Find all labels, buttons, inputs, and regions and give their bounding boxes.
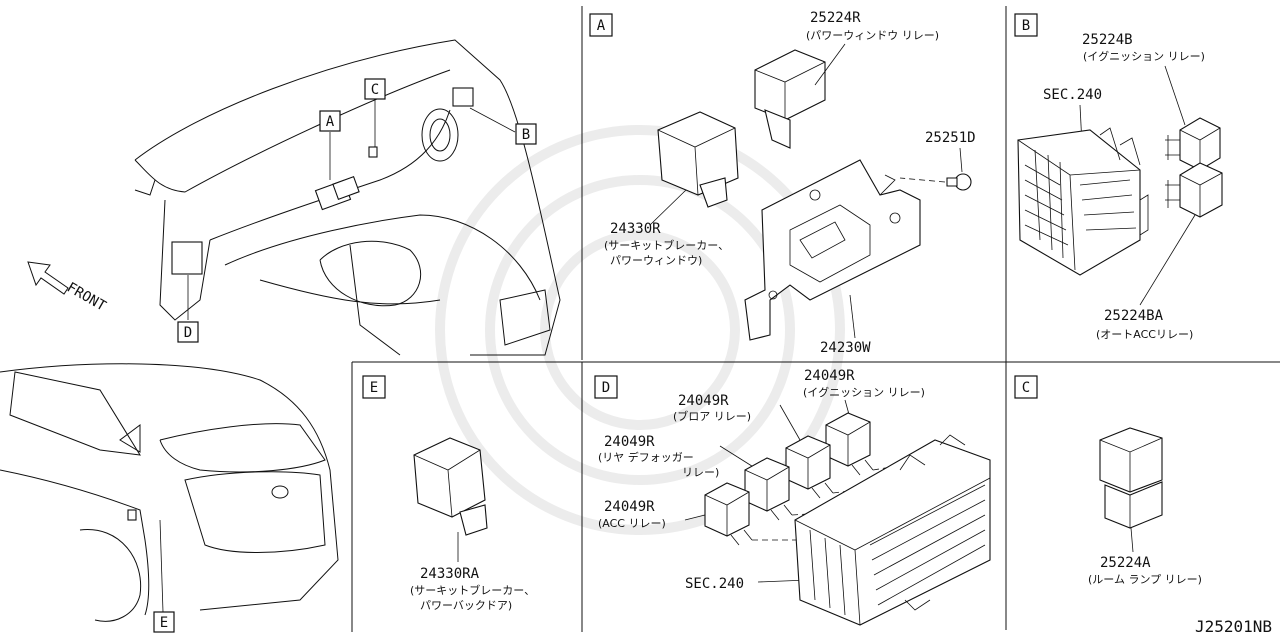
ignition-relay-24049r — [825, 412, 874, 476]
auto-acc-relay-25224ba — [1165, 162, 1223, 218]
part-desc-24049r-acc: (ACC リレー) — [598, 517, 666, 530]
panel-e: E 24330RA (サーキットブレーカー、 パワーバックドア) — [362, 375, 535, 612]
part-number-25224ba: 25224BA — [1104, 308, 1164, 324]
svg-text:C: C — [371, 82, 379, 98]
panel-a: A 25224R (パワーウィンドウ リレー) 24330R (サーキットブレー… — [589, 10, 976, 356]
svg-text:B: B — [522, 127, 530, 143]
callout-tag-b-interior: B — [515, 123, 537, 145]
front-direction-arrow: FRONT — [27, 261, 109, 315]
part-number-25224r: 25224R — [810, 10, 861, 26]
circuit-breaker-24330r — [657, 111, 739, 208]
part-desc-24049r-ignition: (イグニッション リレー) — [803, 385, 925, 399]
ignition-relay-25224b — [1165, 117, 1221, 171]
part-number-24049r-acc: 24049R — [604, 499, 655, 515]
panel-dividers — [351, 6, 1280, 632]
callout-tag-c-interior: C — [364, 78, 386, 100]
sec-240-label-d: SEC.240 — [685, 576, 744, 592]
fuse-block-sec-240-b — [1017, 127, 1149, 276]
svg-text:E: E — [160, 615, 168, 631]
part-number-25251d: 25251D — [925, 130, 976, 146]
blower-relay-24049r — [785, 435, 834, 499]
part-desc2-24330r: パワーウィンドウ) — [610, 254, 702, 267]
part-number-24330r: 24330R — [610, 221, 661, 237]
part-desc-25224r: (パワーウィンドウ リレー) — [806, 29, 939, 42]
part-desc-24330ra: (サーキットブレーカー、 — [410, 583, 535, 597]
rear-vehicle-illustration — [0, 363, 339, 622]
part-desc-24049r-blower: (ブロア リレー) — [673, 409, 751, 423]
svg-text:FRONT: FRONT — [64, 280, 109, 315]
watermark — [435, 125, 845, 535]
panel-b: B 25224B (イグニッション リレー) SEC.240 25224BA — [1014, 13, 1223, 341]
power-window-relay-25224r — [754, 49, 826, 149]
part-number-24230w: 24230W — [820, 340, 871, 356]
part-desc-24330r: (サーキットブレーカー、 — [604, 238, 729, 252]
dashboard-illustration — [134, 39, 561, 356]
sec-240-label-b: SEC.240 — [1043, 87, 1102, 103]
clip-25251d — [946, 173, 972, 191]
part-desc-25224ba: (オートACCリレー) — [1096, 328, 1193, 341]
callout-tag-d-interior: D — [177, 321, 199, 343]
part-number-25224a: 25224A — [1100, 555, 1151, 571]
relay-bracket-24230w — [744, 159, 921, 341]
rear-defogger-relay-24049r — [744, 457, 793, 521]
part-desc2-24049r-rear-defogger: リレー) — [682, 466, 719, 479]
svg-text:D: D — [184, 325, 192, 341]
panel-d: D 24049R (イグニッション リレー) 24049R (ブロア リレー) … — [594, 368, 991, 626]
part-number-24049r-ignition: 24049R — [804, 368, 855, 384]
part-desc-25224a: (ルーム ランプ リレー) — [1088, 573, 1202, 586]
svg-text:A: A — [326, 114, 335, 130]
room-lamp-relay-25224a — [1099, 427, 1163, 529]
part-number-25224b: 25224B — [1082, 32, 1133, 48]
panel-c: C 25224A (ルーム ランプ リレー) — [1014, 375, 1202, 586]
part-number-24049r-rear-defogger: 24049R — [604, 434, 655, 450]
callout-tag-e-exterior: E — [153, 611, 175, 633]
acc-relay-24049r — [704, 482, 753, 546]
fuse-block-sec-240-d — [794, 434, 991, 626]
panel-b-tag: B — [1022, 18, 1030, 34]
part-number-24330ra: 24330RA — [420, 566, 480, 582]
panel-a-tag: A — [597, 18, 606, 34]
callout-tag-a-interior: A — [319, 110, 341, 132]
part-desc-25224b: (イグニッション リレー) — [1083, 49, 1205, 63]
part-desc2-24330ra: パワーバックドア) — [420, 599, 512, 612]
panel-d-tag: D — [602, 380, 610, 396]
part-number-24049r-blower: 24049R — [678, 393, 729, 409]
circuit-breaker-24330ra — [413, 437, 488, 536]
part-desc-24049r-rear-defogger: (リヤ デフォッガー — [598, 450, 694, 464]
panel-e-tag: E — [370, 380, 378, 396]
panel-c-tag: C — [1022, 380, 1030, 396]
diagram-code: J25201NB — [1195, 617, 1272, 636]
